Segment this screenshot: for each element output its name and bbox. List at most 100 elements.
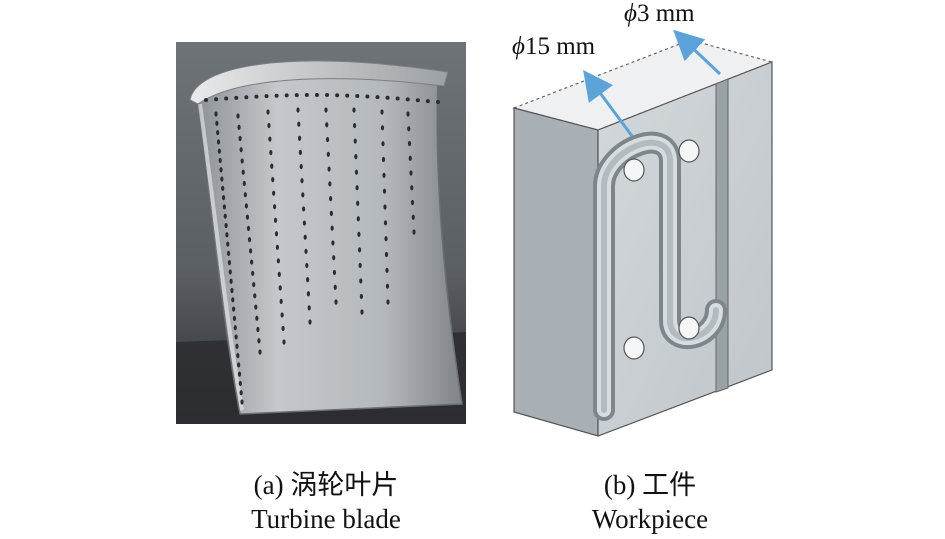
cooling-hole [242, 180, 246, 187]
cooling-hole [325, 122, 329, 128]
cooling-hole [264, 94, 269, 99]
cooling-hole [224, 222, 228, 229]
cooling-hole [248, 248, 253, 254]
cooling-hole [357, 247, 362, 253]
cooling-hole [356, 216, 360, 222]
cooling-hole [294, 93, 299, 98]
cooling-hole [407, 126, 411, 132]
cooling-hole [410, 185, 414, 191]
cooling-hole [330, 225, 334, 231]
cooling-hole [232, 306, 236, 312]
cooling-hole [272, 204, 277, 210]
cooling-hole [382, 188, 387, 194]
cooling-hole [356, 200, 360, 206]
cooling-hole [246, 225, 251, 231]
cooling-hole [276, 258, 280, 264]
cooling-hole [365, 94, 370, 99]
cooling-hole [332, 255, 336, 261]
cooling-hole [267, 122, 271, 129]
cooling-hole [305, 262, 309, 269]
cooling-hole [236, 352, 240, 359]
cooling-hole [384, 236, 388, 242]
cooling-hole [275, 244, 280, 250]
cooling-hole [306, 291, 310, 297]
cooling-hole [360, 309, 364, 315]
cooling-hole [302, 206, 306, 212]
cooling-hole [325, 136, 330, 143]
cooling-hole [383, 204, 387, 210]
cooling-hole [237, 124, 241, 130]
cooling-hole [269, 149, 273, 156]
caption-en: Turbine blade [251, 504, 401, 534]
cooling-hole [221, 195, 226, 201]
workpiece-diagram [508, 0, 808, 440]
cooling-hole [271, 177, 275, 183]
cooling-hole [217, 148, 221, 154]
cooling-hole [243, 192, 247, 198]
cooling-hole [329, 196, 333, 202]
cooling-hole [383, 220, 388, 226]
cooling-hole [331, 240, 335, 246]
cooling-hole [218, 157, 222, 164]
cooling-hole [384, 251, 389, 258]
cooling-hole [241, 169, 245, 175]
cooling-hole [410, 199, 415, 206]
cooling-hole [359, 278, 363, 284]
diameter-3-label: ϕ3 mm [624, 0, 695, 28]
cooling-hole [254, 94, 259, 99]
cooling-hole [240, 158, 244, 164]
cooling-hole [385, 95, 390, 100]
cooling-hole [345, 93, 350, 98]
cooling-hole [327, 166, 331, 172]
cooling-hole [411, 214, 415, 220]
cooling-hole [354, 154, 358, 160]
cooling-hole [221, 185, 225, 191]
cooling-hole [215, 120, 219, 126]
cooling-hole [252, 281, 256, 288]
cooling-hole [234, 334, 238, 340]
cooling-hole [314, 92, 319, 97]
cooling-hole [225, 232, 229, 238]
cooling-hole [238, 135, 242, 142]
cooling-hole [298, 135, 302, 141]
cooling-hole [334, 299, 338, 305]
cooling-hole [233, 325, 237, 331]
diameter-value: 15 mm [524, 33, 596, 60]
cooling-hole [274, 93, 279, 98]
cooling-hole [229, 278, 233, 284]
cooling-hole [240, 399, 244, 405]
cooling-hole [407, 140, 412, 147]
cooling-hole [380, 125, 385, 131]
cooling-hole [280, 312, 284, 318]
cooling-hole [223, 213, 227, 219]
cooling-hole [278, 285, 282, 291]
cooling-hole [380, 109, 384, 115]
cooling-hole [239, 147, 243, 153]
cooling-hole [255, 315, 259, 321]
cooling-hole [270, 163, 274, 169]
cooling-hole [284, 93, 289, 98]
cooling-hole [226, 250, 231, 256]
cooling-hole [381, 141, 385, 147]
cooling-hole [299, 163, 303, 170]
cooling-hole [250, 259, 254, 265]
cooling-hole [381, 156, 386, 163]
cooling-hole [359, 293, 363, 300]
caption-turbine-blade: (a) 涡轮叶片 Turbine blade [196, 468, 456, 536]
cooling-hole [214, 97, 219, 102]
cooling-hole [415, 98, 420, 103]
cooling-hole [300, 178, 304, 184]
cooling-hole [297, 121, 301, 127]
phi-symbol: ϕ [624, 0, 637, 27]
turbine-blade-image [176, 42, 466, 424]
cooling-hole [333, 284, 337, 290]
cooling-hole [436, 100, 440, 104]
cooling-hole [216, 129, 220, 136]
cooling-hole [405, 97, 410, 102]
cooling-hole [272, 190, 276, 196]
cooling-hole [332, 269, 337, 276]
cooling-hole [375, 95, 380, 100]
cooling-hole [358, 262, 362, 268]
cooling-hole [301, 192, 305, 198]
cooling-hole [354, 169, 359, 175]
